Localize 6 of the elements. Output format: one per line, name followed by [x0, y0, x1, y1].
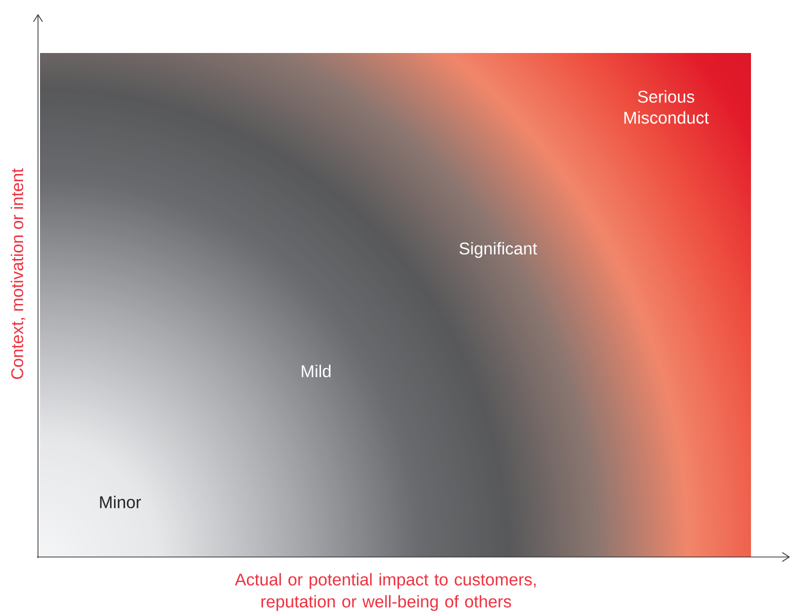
region-label: Mild: [302, 364, 330, 378]
region-label: Serious Misconduct: [624, 90, 709, 124]
axis-title: Context, motivation or intent: [10, 168, 26, 379]
region-label: Minor: [100, 496, 141, 508]
axis-title: Actual or potential impact to customers, reputation or well-being of others: [234, 573, 536, 611]
region-label: Significant: [460, 242, 538, 258]
